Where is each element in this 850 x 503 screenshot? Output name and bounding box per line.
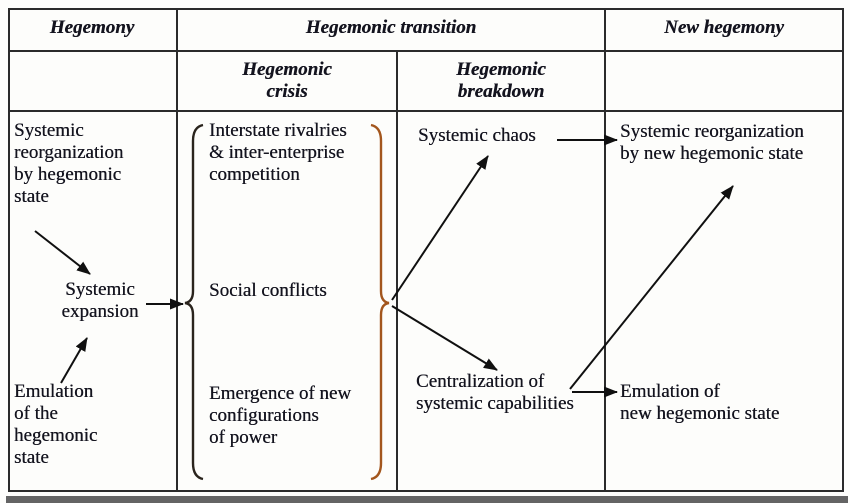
node-emulation-of-new-hegemonic-state: Emulation of new hegemonic state — [620, 381, 780, 424]
column-header-hegemonic-crisis: Hegemonic crisis — [242, 59, 332, 102]
table-row-divider-2 — [8, 110, 844, 112]
table-col-divider-2 — [396, 50, 398, 492]
node-systemic-expansion: Systemic expansion — [61, 279, 139, 322]
arrow-crisis-to-chaos-icon — [391, 155, 489, 301]
table-border-top — [8, 8, 844, 10]
node-social-conflicts: Social conflicts — [209, 280, 327, 301]
left-curly-brace-icon — [184, 123, 204, 481]
node-emergence-of-new-configurations: Emergence of new configurations of power — [209, 383, 352, 448]
node-emulation-of-the-hegemonic-state: Emulation of the hegemonic state — [14, 381, 98, 468]
node-centralization-of-systemic-capabilities: Centralization of systemic capabilities — [416, 371, 574, 414]
node-interstate-rivalries: Interstate rivalries & inter-enterprise … — [209, 120, 347, 185]
column-header-new-hegemony: New hegemony — [664, 17, 784, 38]
table-border-left — [8, 8, 10, 492]
arrow-centralization-to-new-reorg-icon — [569, 185, 734, 390]
table-col-divider-3 — [604, 8, 606, 492]
node-systemic-reorganization-by-new-hegemonic-state: Systemic reorganization by new hegemonic… — [620, 121, 804, 164]
column-header-hegemonic-breakdown: Hegemonic breakdown — [456, 59, 546, 102]
table-border-bottom — [8, 490, 844, 492]
arrow-crisis-to-centralization-icon — [391, 305, 498, 371]
column-header-hegemony: Hegemony — [49, 17, 135, 38]
table-col-divider-1 — [176, 8, 178, 492]
arrow-emulation-to-expansion-icon — [60, 337, 88, 384]
node-systemic-chaos: Systemic chaos — [418, 125, 536, 146]
table-border-right — [842, 8, 844, 492]
column-header-hegemonic-transition: Hegemonic transition — [305, 17, 477, 38]
node-systemic-reorganization-by-hegemonic-state: Systemic reorganization by hegemonic sta… — [14, 120, 124, 207]
arrow-reorg-to-expansion-icon — [34, 230, 91, 275]
table-row-divider-1 — [8, 50, 844, 52]
figure-bottom-shadow — [6, 496, 848, 503]
